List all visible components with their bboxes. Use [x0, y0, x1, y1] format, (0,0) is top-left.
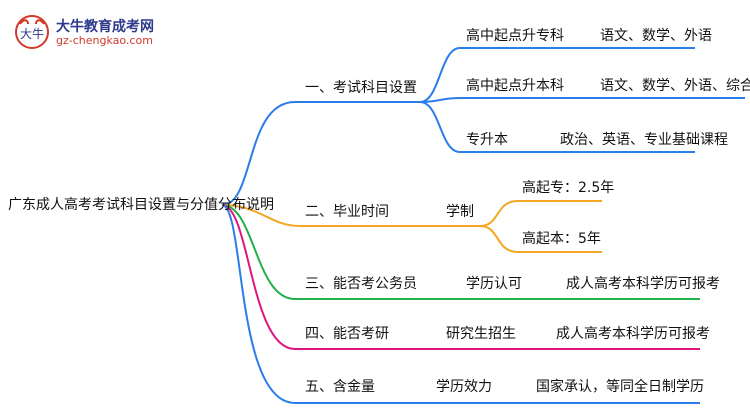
branch-2-child-2: 高起本：5年 [522, 231, 601, 247]
connector-b2-c2 [479, 225, 519, 253]
branch-4-leaf: 成人高考本科学历可报考 [556, 326, 710, 342]
branch-2-child-1: 高起专：2.5年 [522, 180, 615, 196]
branch-1-child-3-name: 专升本 [466, 132, 508, 148]
branch-4-label: 四、能否考研 [305, 326, 389, 342]
connector-b2-c1 [479, 200, 519, 227]
branch-5-mid: 学历效力 [436, 379, 492, 395]
bull-logo-icon: 大牛 [15, 15, 49, 49]
branch-5-label: 五、含金量 [305, 379, 375, 395]
root-topic: 广东成人高考考试科目设置与分值分布说明 [8, 197, 274, 213]
connector-root-branch3 [221, 204, 296, 300]
logo-url: gz-chengkao.com [56, 34, 153, 47]
branch-4-mid: 研究生招生 [446, 326, 516, 342]
branch-1-child-2-name: 高中起点升本科 [466, 78, 564, 94]
branch-1-child-1-name: 高中起点升专科 [466, 28, 564, 44]
connector-b1-c1 [419, 47, 461, 103]
branch-1-child-3-detail: 政治、英语、专业基础课程 [560, 132, 728, 148]
connector-b1-c3 [419, 101, 461, 153]
connector-root-branch2 [221, 204, 301, 227]
site-logo: 大牛 大牛教育成考网 gz-chengkao.com [14, 14, 184, 54]
branch-1-child-1-detail: 语文、数学、外语 [600, 28, 712, 44]
branch-3-label: 三、能否考公务员 [305, 276, 417, 292]
branch-3-mid: 学历认可 [466, 276, 522, 292]
logo-mark-text: 大牛 [20, 26, 44, 41]
logo-name: 大牛教育成考网 [56, 19, 154, 35]
branch-3-leaf: 成人高考本科学历可报考 [566, 276, 720, 292]
branch-2-mid: 学制 [446, 204, 474, 220]
branch-5-leaf: 国家承认，等同全日制学历 [536, 379, 704, 395]
branch-1-label: 一、考试科目设置 [305, 80, 417, 96]
connector-root-branch1 [221, 101, 296, 206]
connector-root-branch5 [221, 204, 296, 404]
connector-root-branch4 [221, 204, 296, 350]
branch-1-child-2-detail: 语文、数学、外语、综合科目 [600, 78, 750, 94]
branch-2-label: 二、毕业时间 [305, 204, 389, 220]
